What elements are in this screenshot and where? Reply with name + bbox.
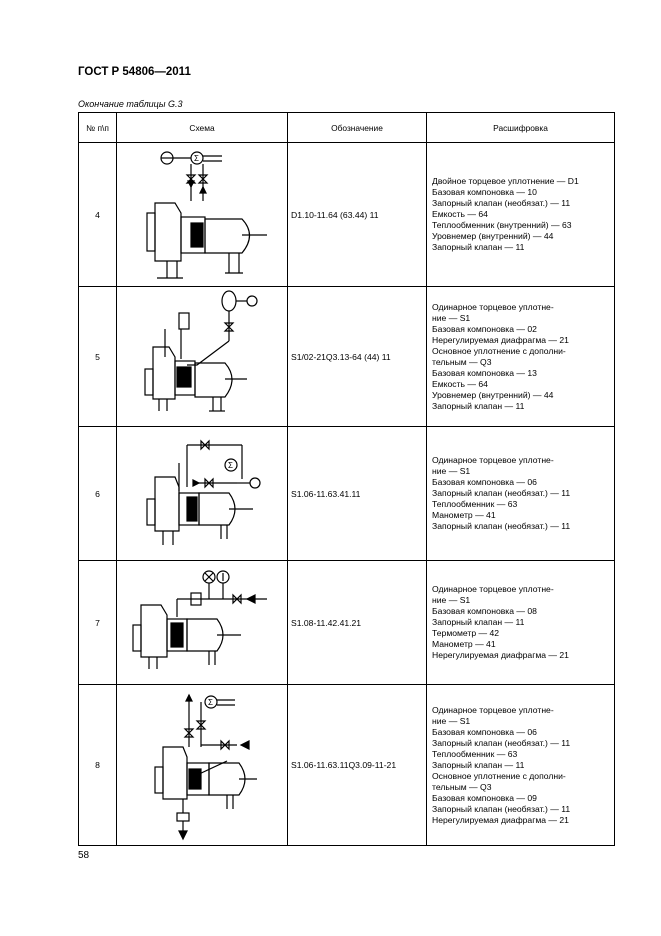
description-line: Запорный клапан (необязат.) — 11	[432, 737, 571, 748]
description-line: Основное уплотнение с дополни-	[432, 770, 566, 781]
designation-code: S1.06-11.63.11Q3.09-11-21	[287, 684, 427, 846]
scheme-cell: Σ	[116, 426, 288, 561]
table-row: 7	[78, 560, 615, 685]
description-line: Базовая компоновка — 13	[432, 367, 537, 378]
description-line: Одинарное торцевое уплотне-	[432, 584, 554, 594]
description-line: Базовая компоновка — 06	[432, 477, 537, 487]
pump-scheme-diagram	[144, 290, 258, 412]
description-line: Нерегулируемая диафрагма — 21	[432, 650, 569, 660]
row-number: 6	[78, 426, 117, 561]
description-cell: Одинарное торцевое уплотне- ние — S1 Баз…	[426, 560, 615, 685]
description-line: Уровнемер (внутренний) — 44	[432, 389, 554, 400]
header-description: Расшифровка	[426, 112, 615, 143]
description-line: ние — S1	[432, 312, 471, 323]
svg-text:Σ: Σ	[208, 698, 213, 707]
description-cell: Двойное торцевое уплотнение — D1 Базовая…	[426, 142, 615, 287]
table-row: 5	[78, 286, 615, 427]
description-line: Основное уплотнение с дополни-	[432, 345, 566, 356]
description-line: Запорный клапан — 11	[432, 617, 525, 627]
description-line: Теплообменник (внутренний) — 63	[432, 220, 572, 230]
description-cell: Одинарное торцевое уплотне- ние — S1 Баз…	[426, 426, 615, 561]
description-line: Термометр — 42	[432, 628, 500, 638]
description-line: Нерегулируемая диафрагма — 21	[432, 814, 569, 825]
description-cell: Одинарное торцевое уплотне- ние — S1 Баз…	[426, 286, 615, 427]
row-number: 5	[78, 286, 117, 427]
designation-code: S1.06-11.63.41.11	[287, 426, 427, 561]
scheme-cell	[116, 286, 288, 427]
table-row: 8 Σ	[78, 684, 615, 846]
description-line: Двойное торцевое уплотнение — D1	[432, 176, 579, 186]
description-line: Базовая компоновка — 09	[432, 792, 537, 803]
page-number: 58	[78, 850, 90, 861]
designation-code: S1.08-11.42.41.21	[287, 560, 427, 685]
svg-text:Σ: Σ	[228, 461, 233, 470]
pump-scheme-diagram	[132, 570, 267, 669]
description-line: ние — S1	[432, 595, 471, 605]
description-line: Нерегулируемая диафрагма — 21	[432, 334, 569, 345]
description-line: Емкость — 64	[432, 209, 488, 219]
description-line: Емкость — 64	[432, 378, 488, 389]
description-line: Одинарное торцевое уплотне-	[432, 704, 554, 715]
table-caption: Окончание таблицы G.3	[78, 99, 183, 109]
description-line: Базовая компоновка — 10	[432, 187, 537, 197]
table-row: 6 Σ	[78, 426, 615, 561]
designation-code: S1/02-21Q3.13-64 (44) 11	[287, 286, 427, 427]
description-line: Базовая компоновка — 02	[432, 323, 537, 334]
scheme-cell	[116, 560, 288, 685]
row-number: 7	[78, 560, 117, 685]
description-line: Базовая компоновка — 06	[432, 726, 537, 737]
pump-scheme-diagram: Σ	[154, 693, 257, 841]
description-line: Базовая компоновка — 08	[432, 606, 537, 616]
description-line: Одинарное торцевое уплотне-	[432, 301, 554, 312]
table-row: 4 Σ	[78, 142, 615, 287]
description-line: тельным — Q3	[432, 356, 492, 367]
description-line: Запорный клапан (необязат.) — 11	[432, 198, 571, 208]
description-line: Запорный клапан (необязат.) — 11	[432, 803, 571, 814]
pump-scheme-table: № п\п Схема Обозначение Расшифровка 4 Σ	[78, 112, 615, 846]
header-designation: Обозначение	[287, 112, 427, 143]
document-title: ГОСТ Р 54806—2011	[78, 66, 191, 78]
description-line: Теплообменник — 63	[432, 499, 518, 509]
table-header-row: № п\п Схема Обозначение Расшифровка	[78, 112, 615, 143]
row-number: 4	[78, 142, 117, 287]
row-number: 8	[78, 684, 117, 846]
description-line: ние — S1	[432, 466, 471, 476]
header-scheme: Схема	[116, 112, 288, 143]
description-line: Манометр — 41	[432, 510, 496, 520]
description-line: Запорный клапан (необязат.) — 11	[432, 488, 571, 498]
description-cell: Одинарное торцевое уплотне- ние — S1 Баз…	[426, 684, 615, 846]
description-line: Запорный клапан — 11	[432, 759, 525, 770]
description-line: Одинарное торцевое уплотне-	[432, 455, 554, 465]
description-line: Запорный клапан — 11	[432, 400, 525, 411]
description-line: Запорный клапан — 11	[432, 242, 525, 252]
pump-scheme-diagram: Σ	[146, 439, 261, 545]
description-line: Теплообменник — 63	[432, 748, 518, 759]
header-number: № п\п	[78, 112, 117, 143]
scheme-cell: Σ	[116, 142, 288, 287]
scheme-cell: Σ	[116, 684, 288, 846]
description-line: тельным — Q3	[432, 781, 492, 792]
designation-code: D1.10-11.64 (63.44) 11	[287, 142, 427, 287]
description-line: Уровнемер (внутренний) — 44	[432, 231, 554, 241]
svg-text:Σ: Σ	[194, 154, 199, 163]
description-line: Манометр — 41	[432, 639, 496, 649]
description-line: Запорный клапан (необязат.) — 11	[432, 521, 571, 531]
pump-scheme-diagram: Σ	[146, 151, 267, 279]
description-line: ние — S1	[432, 715, 471, 726]
